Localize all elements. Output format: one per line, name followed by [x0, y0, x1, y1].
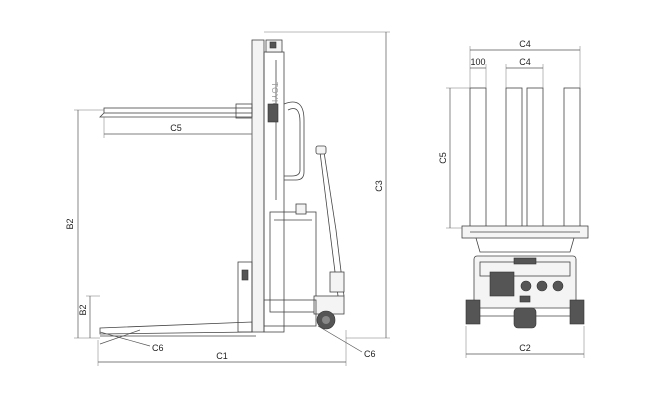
label-c6-left: C6 [152, 343, 164, 353]
label-b2-top: B2 [65, 218, 75, 229]
brand-label: TOYICA [270, 82, 279, 115]
mast-front-rail [251, 39, 265, 333]
base-frame [263, 299, 317, 327]
raised-fork-carriage [235, 103, 253, 119]
fork-tine-inner-right [526, 87, 544, 229]
label-plate [267, 103, 279, 123]
label-c3: C3 [374, 180, 384, 192]
label-c2: C2 [519, 343, 531, 353]
control-knob-2 [536, 280, 548, 292]
wheel-left [465, 299, 481, 325]
fork-tine-left [469, 87, 487, 229]
fork-tine-inner-left [505, 87, 523, 229]
hydraulic-body [269, 211, 317, 313]
carriage-bolt [241, 269, 249, 281]
tiller-grip [315, 145, 327, 155]
control-knob-3 [552, 280, 564, 292]
label-c6-right: C6 [364, 349, 376, 359]
carriage-bracket [475, 237, 575, 253]
fork-tine-right [563, 87, 581, 229]
label-100: 100 [470, 57, 485, 67]
wheel-right [569, 299, 585, 325]
dim-c6-right [317, 325, 363, 353]
safety-guard-inner [284, 108, 301, 177]
raised-fork-tip [99, 112, 252, 118]
label-c5-side: C5 [170, 123, 182, 133]
front-view: C4 C4 100 C5 C2 [438, 39, 589, 358]
label-c4-mid: C4 [519, 57, 531, 67]
label-b2-bottom: B2 [78, 304, 88, 315]
wheel-hub [322, 316, 330, 324]
switch [519, 295, 531, 303]
pump-cap [295, 203, 307, 215]
raised-fork-tine [103, 107, 253, 114]
mast-top-bolt [269, 41, 277, 49]
battery-indicator [489, 271, 515, 297]
label-c5-front: C5 [438, 152, 448, 164]
dim-c6-left [99, 331, 151, 347]
steering-wheel-front [513, 307, 537, 329]
control-knob-1 [520, 280, 532, 292]
chassis-label [513, 257, 537, 265]
lower-fork-tine [99, 321, 253, 335]
side-view: TOYICA B2 B2 [65, 31, 390, 366]
tiller-base [329, 271, 345, 293]
safety-guard [283, 101, 305, 181]
label-c1: C1 [216, 351, 228, 361]
label-c4-top: C4 [519, 39, 531, 49]
